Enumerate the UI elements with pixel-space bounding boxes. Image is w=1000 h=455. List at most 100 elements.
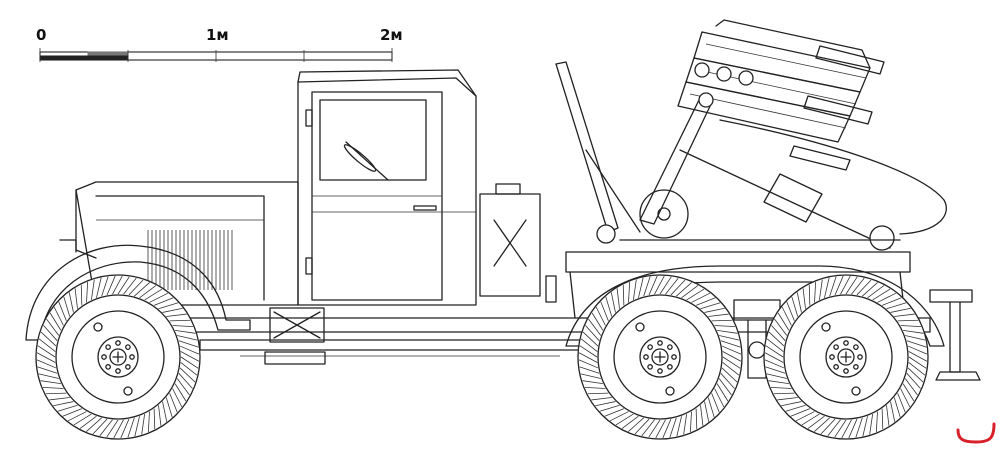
tread-mark [771, 325, 786, 341]
tread-mark [908, 356, 927, 369]
tread-mark [766, 338, 784, 352]
tread-mark [49, 312, 62, 331]
tread-mark [584, 386, 606, 389]
tread-mark [178, 373, 193, 389]
tread-mark [764, 359, 785, 369]
tread-mark [36, 359, 57, 369]
tread-mark [786, 301, 795, 322]
tread-mark [714, 388, 725, 408]
tread-mark [79, 415, 97, 429]
tread-mark [768, 380, 789, 385]
tread-mark [580, 338, 598, 352]
tread-mark [785, 404, 806, 412]
tread-mark [721, 345, 742, 355]
tread-mark [893, 397, 901, 418]
tread-mark [120, 418, 130, 439]
tread-mark [717, 329, 738, 334]
tread-mark [719, 335, 740, 341]
tread-mark [796, 292, 802, 313]
tread-mark [147, 411, 150, 433]
tread-mark [174, 383, 187, 402]
tread-mark [616, 288, 620, 309]
tread-mark [175, 329, 196, 334]
tread-mark [42, 386, 64, 389]
tread-mark [86, 281, 89, 303]
tread-mark [897, 392, 906, 413]
wheel [35, 274, 201, 440]
tread-mark [153, 297, 174, 306]
tread-mark [869, 414, 874, 435]
corner-mark [956, 422, 996, 444]
tread-mark [900, 388, 911, 408]
tread-mark [621, 415, 639, 429]
tread-mark [781, 401, 802, 407]
tread-mark [117, 276, 130, 295]
tread-mark [609, 411, 629, 422]
tread-mark [177, 335, 198, 341]
tread-mark [720, 373, 735, 389]
tread-mark [908, 362, 926, 376]
front-fender [25, 244, 251, 341]
tread-mark [708, 313, 729, 317]
tread-mark [689, 411, 692, 433]
tread-mark [40, 331, 57, 347]
wheel-nut [125, 344, 131, 350]
tread-mark [827, 419, 841, 437]
tread-mark [872, 288, 891, 301]
tread-mark [902, 383, 915, 402]
tread-mark [824, 277, 830, 298]
tread-mark [700, 302, 721, 310]
tread-mark [45, 392, 67, 395]
tread-mark [99, 419, 113, 437]
tread-mark [610, 292, 616, 313]
tread-mark [704, 307, 725, 313]
tread-mark [829, 276, 837, 297]
tread-mark [851, 277, 865, 295]
tread-mark [113, 419, 124, 439]
tread-mark [587, 392, 609, 395]
tread-mark [605, 296, 613, 317]
tread-mark [585, 325, 600, 341]
wheel-nut [843, 340, 849, 346]
tread-mark [172, 325, 194, 328]
tread-mark [908, 351, 928, 362]
tread-mark [890, 307, 911, 313]
tread-mark [855, 417, 863, 438]
tread-mark [38, 338, 56, 352]
tread-mark [638, 277, 644, 298]
wheel-nut [853, 364, 859, 370]
tread-mark [591, 312, 604, 331]
tread-mark [162, 401, 168, 422]
tread-mark [582, 331, 599, 347]
tread-mark [686, 288, 705, 301]
tread-mark [73, 413, 92, 426]
wheel-nut [857, 354, 863, 360]
tread-mark [904, 378, 918, 396]
tread-mark [67, 411, 87, 422]
tread-mark [86, 417, 102, 432]
tread-mark [90, 279, 95, 300]
tread-mark [176, 378, 190, 396]
tread-mark [169, 319, 191, 322]
scale-label-two-meters: 2м [380, 26, 403, 44]
tread-mark [634, 418, 650, 435]
tread-mark [180, 351, 200, 362]
wheel-nut [115, 368, 121, 374]
tread-mark [862, 282, 878, 297]
tread-mark [92, 418, 108, 435]
tread-mark [907, 345, 928, 355]
tread-mark [722, 356, 741, 369]
tread-mark [58, 301, 67, 322]
tread-mark [579, 345, 598, 358]
tread-mark [768, 331, 785, 347]
tread-mark [179, 345, 200, 355]
tread-mark [591, 397, 612, 401]
tread-mark [791, 296, 799, 317]
tread-mark [711, 392, 720, 413]
tread-mark [834, 275, 844, 296]
tread-mark [106, 419, 119, 438]
tread-mark [707, 397, 715, 418]
tread-mark [169, 392, 178, 413]
tread-mark [722, 362, 740, 376]
wheel-nut [833, 364, 839, 370]
